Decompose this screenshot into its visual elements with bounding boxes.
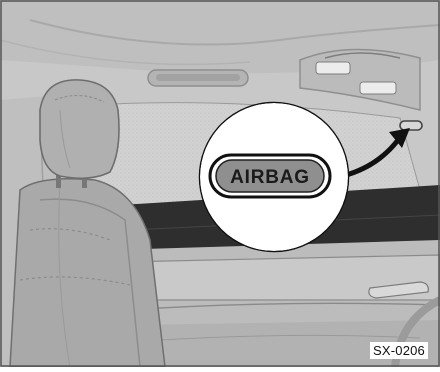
figure-code: SX-0206 xyxy=(370,342,428,359)
airbag-badge-label: AIRBAG xyxy=(230,167,310,188)
